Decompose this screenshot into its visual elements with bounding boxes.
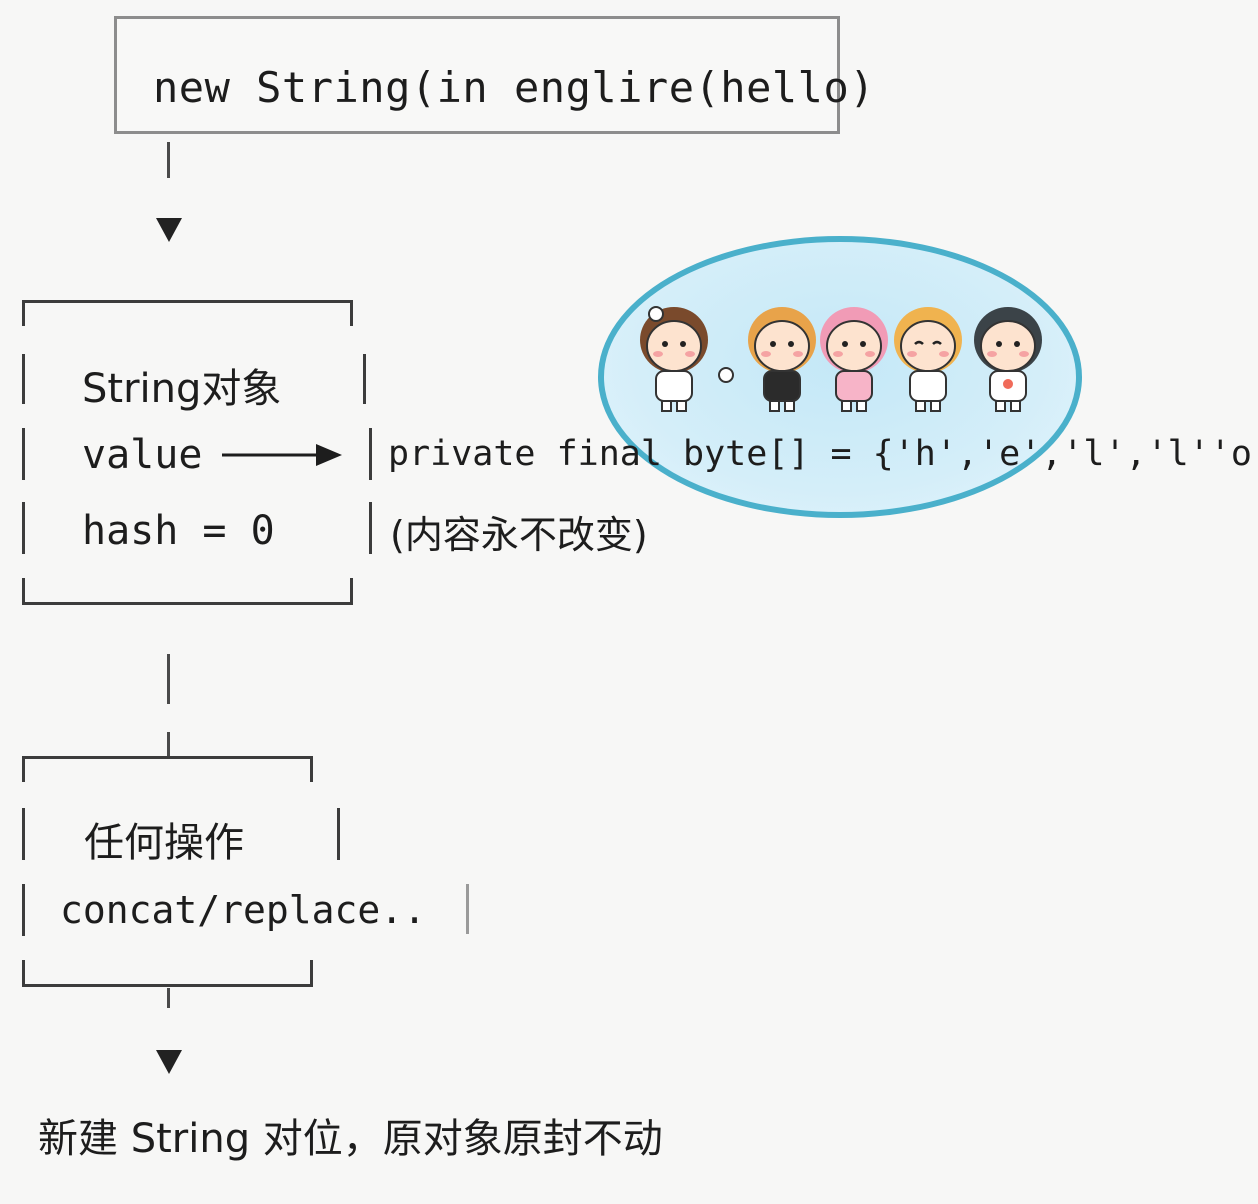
byte-array-bar <box>369 428 372 480</box>
connector-line-3 <box>167 732 170 758</box>
note-bar <box>369 502 372 554</box>
immutable-note: (内容永不改变) <box>390 513 648 557</box>
illustration-bubble <box>598 236 1082 518</box>
byte-array-declaration: private final byte[] = {'h','e','l','l''… <box>388 434 1258 474</box>
arrow-right-icon <box>222 444 342 466</box>
value-field: value <box>82 432 203 478</box>
hash-field: hash = 0 <box>82 508 275 554</box>
arrow-down-2 <box>156 1050 182 1074</box>
string-object-title: String对象 <box>82 366 282 412</box>
connector-line-1 <box>167 142 170 178</box>
connector-line-4 <box>167 988 170 1008</box>
connector-line-2 <box>167 654 170 704</box>
constructor-label: new String(in englire(hello) <box>153 63 876 112</box>
arrow-down-1 <box>156 218 182 242</box>
operations-title: 任何操作 <box>84 820 244 866</box>
result-text-content: 新建 String 对位，原对象原封不动 <box>38 1116 663 1162</box>
operations-methods: concat/replace.. <box>60 888 427 932</box>
result-text: 新建 String 对位，原对象原封不动 <box>38 1106 663 1164</box>
constructor-box: new String(in englire(hello) <box>114 16 875 134</box>
cartoon-kids-icon <box>640 306 1042 412</box>
